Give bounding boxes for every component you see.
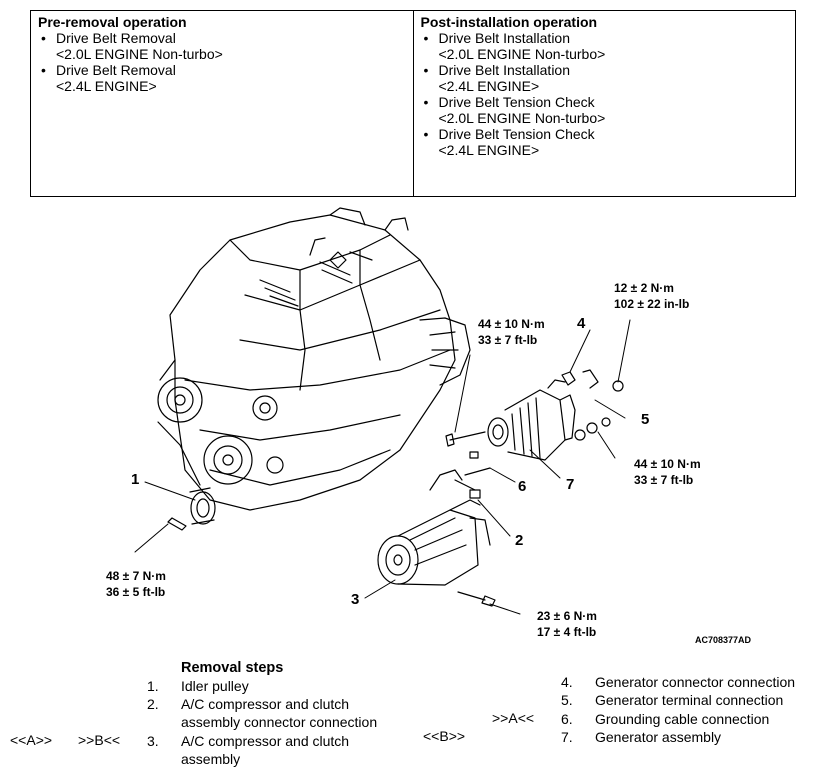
- pre-removal-heading: Pre-removal operation: [38, 14, 187, 30]
- callout-6: 6: [518, 478, 527, 495]
- post-installation-column: Post-installation operation Drive Belt I…: [412, 11, 796, 196]
- figure-code: AC708377AD: [695, 635, 752, 645]
- list-item: 2.: [147, 696, 159, 712]
- leader-lines: [134, 319, 631, 615]
- idler-pulley: [189, 487, 216, 525]
- list-item: Drive Belt Installation<2.0L ENGINE Non-…: [421, 30, 789, 62]
- procedure-mark-b2: <<B>>: [423, 728, 466, 744]
- step-1-text: Idler pulley: [181, 678, 249, 694]
- procedure-mark-a2: >>A<<: [492, 710, 535, 726]
- list-item: Drive Belt Installation<2.4L ENGINE>: [421, 62, 789, 94]
- torque-label-ac-bolt: 23 ± 6 N·m 17 ± 4 ft-lb: [537, 609, 597, 639]
- callout-2: 2: [515, 532, 524, 549]
- list-item: 3.: [147, 733, 159, 749]
- removal-steps-title: Removal steps: [181, 660, 284, 676]
- list-item: Drive Belt Tension Check <2.0L ENGINE No…: [421, 94, 789, 126]
- callout-3: 3: [351, 591, 360, 608]
- operation-table: Pre-removal operation Drive Belt Removal…: [30, 10, 796, 197]
- list-item: 7.: [561, 729, 573, 745]
- torque-label-idler: 48 ± 7 N·m 36 ± 5 ft-lb: [106, 569, 166, 599]
- engine-illustration: [134, 207, 631, 615]
- step-5-text: Generator terminal connection: [595, 692, 784, 708]
- procedure-mark-a: <<A>>: [10, 732, 53, 748]
- torque-label-generator-upper: 44 ± 10 N·m 33 ± 7 ft-lb: [478, 317, 545, 347]
- ac-bolt: [457, 591, 496, 607]
- list-item: 6.: [561, 711, 573, 727]
- callout-4: 4: [577, 315, 586, 332]
- pre-removal-list: Drive Belt Removal<2.0L ENGINE Non-turbo…: [38, 30, 406, 94]
- pre-removal-column: Pre-removal operation Drive Belt Removal…: [31, 11, 413, 196]
- callout-5: 5: [641, 411, 650, 428]
- ac-connector: [454, 479, 481, 499]
- post-installation-list: Drive Belt Installation<2.0L ENGINE Non-…: [421, 30, 789, 158]
- step-7-text: Generator assembly: [595, 729, 722, 745]
- step-3-text: A/C compressor and clutch assembly: [181, 733, 350, 767]
- torque-label-generator-lower: 44 ± 10 N·m 33 ± 7 ft-lb: [634, 457, 701, 487]
- engine-diagram: 44 ± 10 N·m 33 ± 7 ft-lb 12 ± 2 N·m 102 …: [0, 200, 822, 655]
- list-item: 5.: [561, 692, 573, 708]
- list-item: 1.: [147, 678, 159, 694]
- ac-compressor: [377, 469, 491, 586]
- step-6-text: Grounding cable connection: [595, 711, 770, 727]
- idler-bolt: [167, 517, 187, 531]
- list-item: Drive Belt Tension Check<2.4L ENGINE>: [421, 126, 789, 158]
- generator-hardware: [445, 369, 624, 476]
- list-item: Drive Belt Removal<2.0L ENGINE Non-turbo…: [38, 30, 406, 62]
- step-2-text: A/C compressor and clutch assembly conne…: [181, 696, 378, 730]
- callout-7: 7: [566, 476, 575, 493]
- post-installation-heading: Post-installation operation: [420, 14, 598, 30]
- procedure-mark-b: >>B<<: [78, 732, 121, 748]
- list-item: 4.: [561, 674, 573, 690]
- generator: [487, 379, 576, 461]
- step-4-text: Generator connector connection: [595, 674, 796, 690]
- callout-1: 1: [131, 471, 140, 488]
- list-item: Drive Belt Removal<2.4L ENGINE>: [38, 62, 406, 94]
- engine-block: [157, 207, 471, 511]
- torque-label-terminal-nut: 12 ± 2 N·m 102 ± 22 in-lb: [614, 281, 690, 311]
